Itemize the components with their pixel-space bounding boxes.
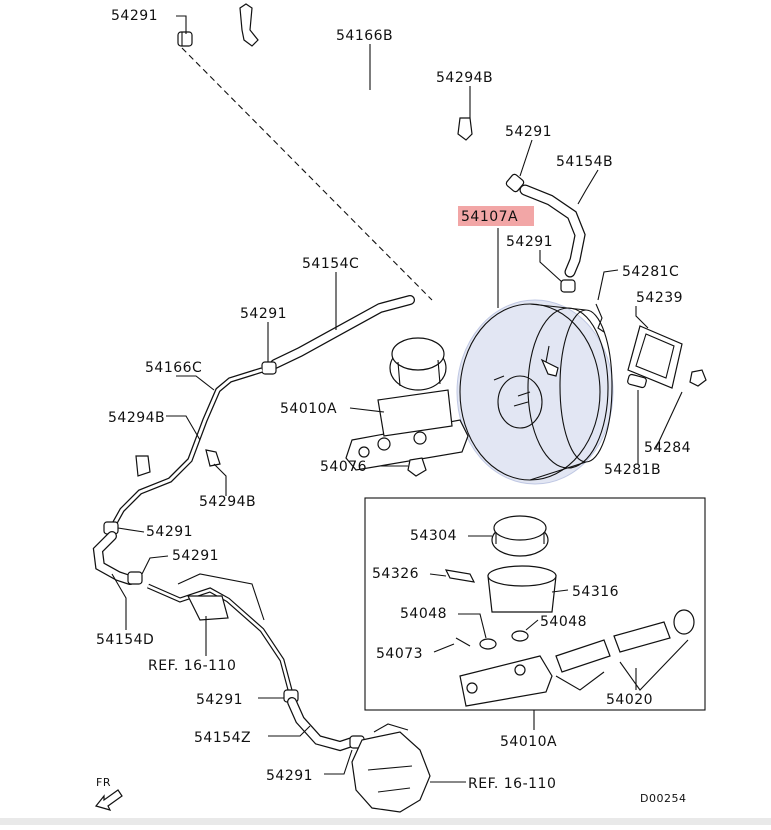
label-54107a: 54107A: [461, 209, 518, 225]
gasket-54239: [627, 325, 683, 389]
label-54020: 54020: [606, 692, 653, 708]
label-54010a-bottom: 54010A: [500, 734, 557, 750]
inset-box: [364, 497, 706, 711]
leader-lines: [111, 15, 683, 783]
label-54284: 54284: [644, 440, 691, 456]
clip-54291-c: [560, 279, 576, 293]
label-54291-e: 54291: [146, 524, 193, 540]
piston-kit-54020: [555, 609, 695, 691]
label-54281b: 54281B: [604, 462, 661, 478]
label-54304: 54304: [410, 528, 457, 544]
label-54154d: 54154D: [96, 632, 154, 648]
label-54010a-top: 54010A: [280, 401, 337, 417]
brake-booster: [456, 299, 614, 485]
label-54291-h: 54291: [266, 768, 313, 784]
label-54326: 54326: [372, 566, 419, 582]
label-ref-16-110-b: REF. 16-110: [468, 776, 556, 792]
label-54291-d: 54291: [240, 306, 287, 322]
label-54294b-left: 54294B: [108, 410, 165, 426]
nut-54284: [689, 369, 707, 387]
part-highlight-54107a: [458, 206, 534, 226]
clip-54291-d: [261, 361, 277, 375]
label-54076: 54076: [320, 459, 367, 475]
label-54316: 54316: [572, 584, 619, 600]
clip-54291-a: [177, 31, 193, 47]
fr-arrow-icon: [94, 789, 123, 811]
label-ref-16-110-a: REF. 16-110: [148, 658, 236, 674]
label-54154c: 54154C: [302, 256, 359, 272]
part-labels: 54291 54166B 54294B 54291 54154B 54107A …: [96, 8, 691, 805]
reservoir-54316: [487, 565, 557, 613]
intake-manifold: [351, 723, 431, 813]
bottom-edge-bar: [0, 818, 771, 825]
diagram-code: D00254: [640, 792, 686, 805]
grommet-54048-a: [479, 638, 497, 650]
clip-54291-f: [127, 571, 143, 585]
pad-54326: [444, 569, 476, 583]
pin-54073: [455, 637, 471, 647]
vacuum-pipe-54166b: [187, 3, 517, 182]
grommet-54048-b: [511, 630, 529, 642]
label-54048-b: 54048: [540, 614, 587, 630]
label-54166c: 54166C: [145, 360, 202, 376]
pin-54281b: [627, 373, 647, 389]
label-54291-g: 54291: [196, 692, 243, 708]
label-54294b-top: 54294B: [436, 70, 493, 86]
reservoir-cap-54304: [491, 515, 549, 557]
connector-dash-line: [181, 47, 433, 301]
hose-54154d: [92, 531, 135, 585]
label-54294b-mid: 54294B: [199, 494, 256, 510]
label-54291-a: 54291: [111, 8, 158, 24]
label-54291-b: 54291: [505, 124, 552, 140]
label-54239: 54239: [636, 290, 683, 306]
vacuum-pipe-54166c: [109, 367, 263, 530]
nut-54076: [407, 457, 427, 477]
label-54291-c: 54291: [506, 234, 553, 250]
master-cylinder-body: [459, 655, 553, 707]
hose-54154z: [287, 697, 357, 752]
pipe-assembly-ref-16-110: [146, 573, 293, 691]
label-54166b: 54166B: [336, 28, 393, 44]
label-54291-f: 54291: [172, 548, 219, 564]
hose-54154b: [519, 184, 586, 278]
label-fr: FR: [96, 776, 111, 789]
label-54154b: 54154B: [556, 154, 613, 170]
label-54281c: 54281C: [622, 264, 679, 280]
label-54073: 54073: [376, 646, 423, 662]
hose-54154c: [270, 295, 415, 369]
label-54048-a: 54048: [400, 606, 447, 622]
master-cylinder-top: [345, 337, 469, 471]
label-54154z: 54154Z: [194, 730, 251, 746]
clip-54281c: [595, 303, 605, 333]
